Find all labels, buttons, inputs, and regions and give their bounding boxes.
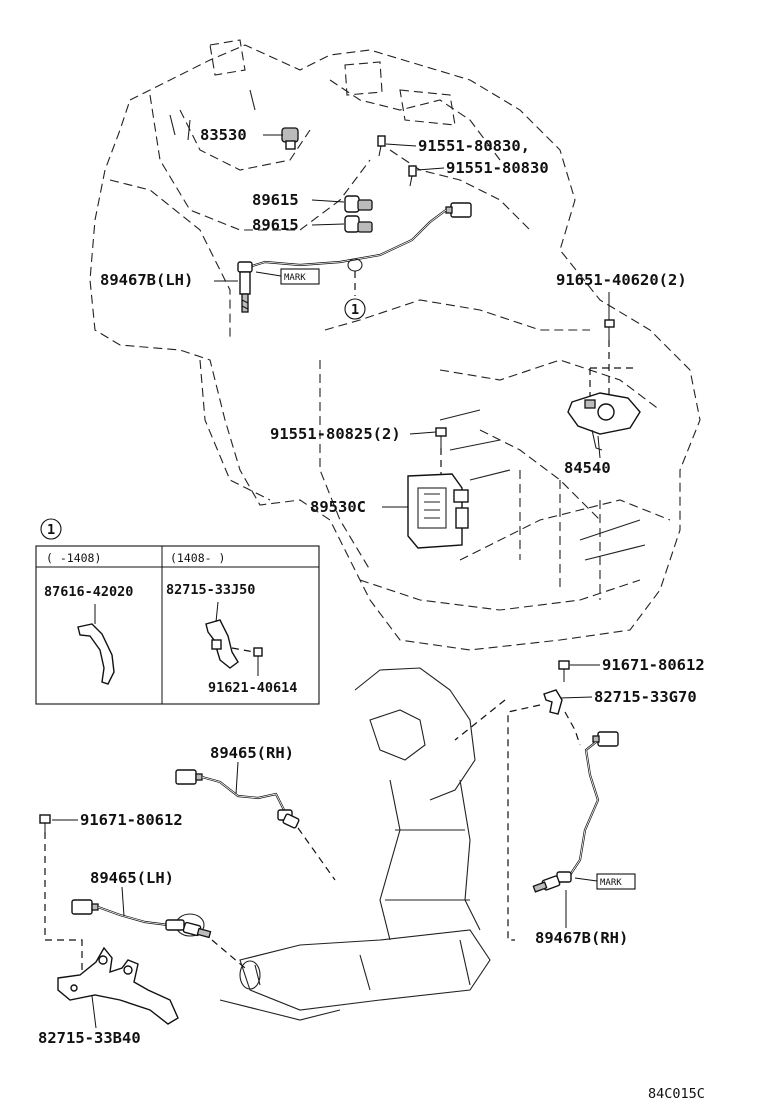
bolt-91671-80612-a[interactable] — [558, 660, 570, 682]
callout-1[interactable]: 1 — [344, 258, 366, 320]
inset-col1-header: ( -1408) — [46, 551, 101, 565]
bracket-82715-33j50 — [205, 619, 239, 669]
label-91551-80825: 91551-80825(2) — [270, 425, 401, 443]
exhaust-manifold-outline — [175, 667, 491, 1021]
mark-label-lower: MARK — [600, 878, 622, 888]
control-module-89530c[interactable] — [407, 473, 469, 549]
sensor-89615-b[interactable] — [344, 215, 373, 233]
diagram-code: 84C015C — [648, 1086, 705, 1102]
inset-callout-number: 1 — [47, 522, 55, 538]
bolt-91551-80825[interactable] — [435, 427, 447, 448]
bracket-82715-33b40[interactable] — [57, 946, 179, 1025]
inset-variant-table: 1 ( -1408) (1408- ) 87616-42020 82715-33… — [35, 518, 320, 705]
label-89615-b: 89615 — [252, 216, 299, 234]
label-91671-80612-b: 91671-80612 — [80, 811, 183, 829]
label-82715-33g70: 82715-33G70 — [594, 688, 697, 706]
mark-label-upper: MARK — [284, 273, 306, 283]
bolt-91651-40620[interactable] — [604, 319, 615, 340]
bolt-91551-80830-a[interactable] — [377, 135, 386, 157]
label-89467b-rh: 89467B(RH) — [535, 929, 628, 947]
sensor-connector-upper — [445, 202, 472, 218]
bracket-82715-33g70[interactable] — [543, 689, 563, 715]
label-89465-lh: 89465(LH) — [90, 869, 174, 887]
label-84540: 84540 — [564, 459, 611, 477]
mark-box-upper — [280, 268, 320, 285]
bracket-87616-42020 — [77, 623, 115, 685]
oxygen-sensor-89465-lh[interactable] — [71, 899, 212, 939]
label-89467b-lh: 89467B(LH) — [100, 271, 193, 289]
inset-col2-bolt: 91621-40614 — [208, 680, 297, 696]
bolt-91551-80830-b[interactable] — [408, 165, 417, 187]
inset-col1-part: 87616-42020 — [44, 584, 133, 600]
label-91651-40620: 91651-40620(2) — [556, 271, 687, 289]
label-91551-80830-a: 91551-80830, — [418, 137, 530, 155]
label-83530: 83530 — [200, 126, 247, 144]
oxygen-sensor-89465-rh[interactable] — [175, 769, 300, 829]
sensor-89615-a[interactable] — [344, 195, 373, 213]
inset-col2-header: (1408- ) — [170, 551, 225, 565]
inset-col2-part: 82715-33J50 — [166, 582, 255, 598]
oil-pressure-switch-83530[interactable] — [281, 127, 299, 150]
bolt-91671-80612-b[interactable] — [39, 814, 51, 832]
label-89465-rh: 89465(RH) — [210, 744, 294, 762]
oxygen-sensor-89467b-lh[interactable] — [237, 209, 447, 313]
label-89615-a: 89615 — [252, 191, 299, 209]
label-91551-80830-b: 91551-80830 — [446, 159, 549, 177]
label-89530c: 89530C — [310, 498, 366, 516]
label-91671-80612-a: 91671-80612 — [602, 656, 705, 674]
label-82715-33b40: 82715-33B40 — [38, 1029, 141, 1047]
engine-outline — [89, 39, 701, 651]
switch-assembly-84540[interactable] — [567, 392, 641, 451]
mark-box-lower — [596, 873, 636, 890]
callout-number: 1 — [351, 302, 359, 318]
oxygen-sensor-89467b-rh[interactable] — [532, 731, 619, 893]
